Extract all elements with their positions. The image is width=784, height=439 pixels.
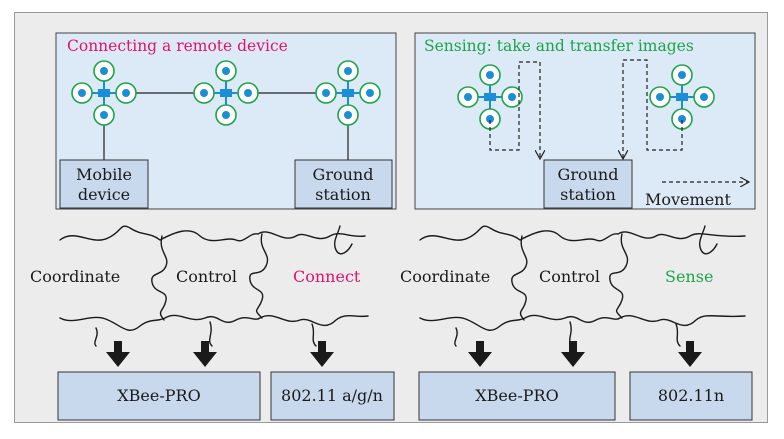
ground-station-left-label-2: station xyxy=(315,185,371,204)
down-arrow-icon xyxy=(561,341,585,367)
puzzle-right-sense: Sense xyxy=(665,267,713,286)
rotor-hub xyxy=(508,93,516,101)
rotor-hub xyxy=(78,89,86,97)
rotor-hub xyxy=(222,111,230,119)
ground-station-box-left xyxy=(294,159,393,209)
ground-station-box-right xyxy=(543,159,633,209)
hw-left-wifi-label: 802.11 a/g/n xyxy=(281,386,383,405)
drone-body xyxy=(98,89,110,97)
down-arrow-icon xyxy=(468,341,492,367)
mobile-device-label-1: Mobile xyxy=(76,165,132,184)
left-panel-title: Connecting a remote device xyxy=(67,37,288,55)
rotor-hub xyxy=(656,93,664,101)
puzzle-left xyxy=(59,225,369,347)
flight-path-left xyxy=(489,61,540,158)
rotor-hub xyxy=(100,67,108,75)
drone-body xyxy=(676,93,688,101)
rotor-hub xyxy=(322,89,330,97)
rotor-hub xyxy=(486,71,494,79)
rotor-hub xyxy=(344,111,352,119)
ground-station-right-label-2: station xyxy=(560,185,616,204)
quadcopter-icon xyxy=(71,60,137,126)
down-arrow-icon xyxy=(678,341,702,367)
puzzle-right xyxy=(419,225,746,347)
rotor-hub xyxy=(678,115,686,123)
quadcopter-icon xyxy=(315,60,381,126)
puzzle-right-control: Control xyxy=(539,267,600,286)
hw-right-wifi-box xyxy=(629,371,753,421)
rotor-hub xyxy=(122,89,130,97)
quadcopter-icon xyxy=(649,64,715,130)
flight-path-right xyxy=(623,59,683,158)
rotor-hub xyxy=(344,67,352,75)
down-arrow-icon xyxy=(106,341,130,367)
ground-station-left-label-1: Ground xyxy=(313,165,374,184)
drone-body xyxy=(484,93,496,101)
puzzle-outline xyxy=(419,225,746,347)
hw-left-wifi-box xyxy=(270,371,395,421)
down-arrow-icon xyxy=(310,341,334,367)
puzzle-right-coordinate: Coordinate xyxy=(400,267,490,286)
right-panel-title: Sensing: take and transfer images xyxy=(424,37,694,55)
rotor-hub xyxy=(222,67,230,75)
rotor-hub xyxy=(486,115,494,123)
puzzle-left-coordinate: Coordinate xyxy=(30,267,120,286)
rotor-hub xyxy=(366,89,374,97)
quadcopter-icon xyxy=(457,64,523,130)
rotor-hub xyxy=(464,93,472,101)
hw-left-xbee-label: XBee-PRO xyxy=(117,386,200,405)
ground-station-right-label-1: Ground xyxy=(558,165,619,184)
puzzle-left-control: Control xyxy=(176,267,237,286)
rotor-hub xyxy=(700,93,708,101)
hw-right-xbee-box xyxy=(418,371,616,421)
rotor-hub xyxy=(100,111,108,119)
hw-right-xbee-label: XBee-PRO xyxy=(475,386,558,405)
rotor-hub xyxy=(200,89,208,97)
drone-body xyxy=(342,89,354,97)
hw-right-wifi-label: 802.11n xyxy=(658,386,724,405)
drone-body xyxy=(220,89,232,97)
quadcopter-icon xyxy=(193,60,259,126)
hw-left-xbee-box xyxy=(57,371,261,421)
rotor-hub xyxy=(244,89,252,97)
down-arrow-icon xyxy=(193,341,217,367)
mobile-device-label-2: device xyxy=(78,185,130,204)
rotor-hub xyxy=(678,71,686,79)
mobile-device-box xyxy=(59,159,149,209)
puzzle-outline xyxy=(59,225,369,347)
movement-legend-label: Movement xyxy=(645,190,731,209)
puzzle-left-connect: Connect xyxy=(293,267,361,286)
